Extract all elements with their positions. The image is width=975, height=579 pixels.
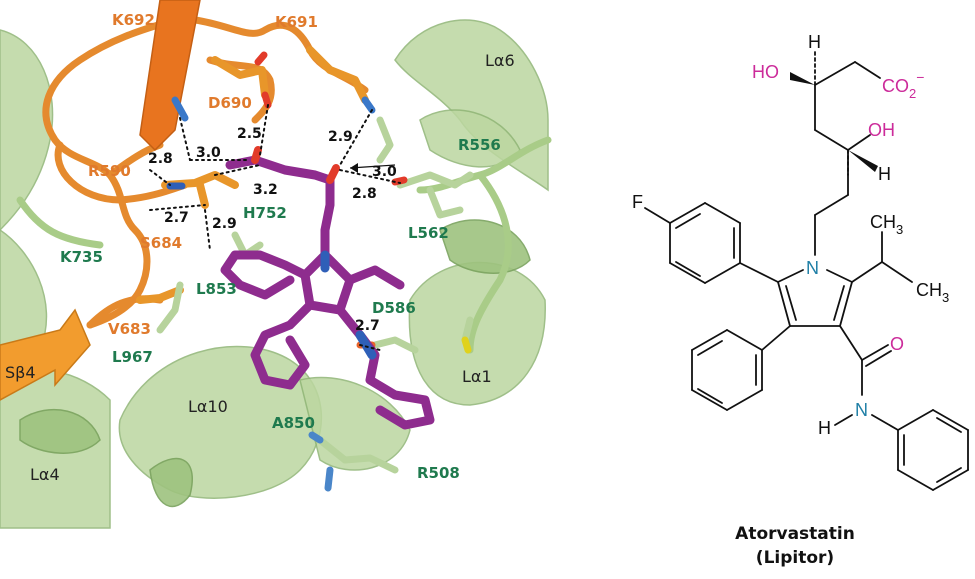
wedge-bond [790,72,815,85]
molecule-caption: Atorvastatin (Lipitor) [700,522,890,570]
residue-label-k691: K691 [275,13,318,31]
strand-label-sb4: Sβ4 [5,363,36,382]
residue-label-r590: R590 [88,162,131,180]
helix-label-la1: Lα1 [462,367,492,386]
residue-label-r508: R508 [417,464,460,482]
green-loop-left [16,196,104,249]
orange-loop-region [0,0,369,401]
molecule-trade-name: (Lipitor) [755,548,835,568]
residue-label-l562: L562 [408,224,449,242]
atorvastatin-ligand-sticks [220,146,435,430]
residue-label-d690: D690 [208,94,252,112]
residue-label-v683: V683 [108,320,151,338]
distance-label: 2.8 [148,151,173,167]
helix-la6-ribbon [394,19,549,192]
residue-label-s684: S684 [140,234,182,252]
residue-label-d586: D586 [372,299,416,317]
residue-label-r556: R556 [458,136,501,154]
atom-label-hydroxyl: OH [868,120,895,140]
wedge-bond [848,150,878,172]
atom-label-hydroxyl: HO [752,62,779,82]
residue-label-l967: L967 [112,348,153,366]
distance-label: 2.9 [328,129,353,145]
distance-label: 2.7 [164,210,189,226]
helix-label-la6: Lα6 [485,51,515,70]
atom-label-amide-nitrogen: N [855,400,868,420]
sb4-arrow [0,308,91,401]
residue-label-k692: K692 [112,11,155,29]
helix-label-la10: Lα10 [188,397,228,416]
residue-label-k735: K735 [60,248,103,266]
residue-label-a850: A850 [272,414,315,432]
protein-structure-panel: K692 K691 D690 R590 S684 V683 R556 H752 … [0,0,552,529]
distance-label: 2.7 [355,318,380,334]
helix-label-la4: Lα4 [30,465,60,484]
atom-label-fluorine: F [632,192,643,212]
atom-label-amide-oxygen: O [890,334,904,354]
atom-label-hydrogen: H [878,164,891,184]
helix-la4-ribbon [0,368,111,529]
distance-label: 3.2 [253,182,278,198]
molecule-name: Atorvastatin [735,524,855,544]
distance-label: 3.0 [372,164,397,180]
atom-label-methyl: CH3 [916,280,949,305]
distance-label: 3.0 [196,145,221,161]
atom-label-hydrogen: H [808,32,821,52]
residue-label-h752: H752 [243,204,287,222]
atorvastatin-structural-formula: H HO CO2− OH H F N CH3 CH3 O N H [632,32,969,491]
residue-label-l853: L853 [196,280,237,298]
atom-label-methyl: CH3 [870,212,903,237]
hydrogen-bond-lines [149,104,401,351]
distance-label: 2.9 [212,216,237,232]
atom-label-carboxylate: CO2− [882,69,924,101]
orange-side-chains [136,46,376,304]
atom-label-ring-nitrogen: N [806,258,819,278]
atom-label-amide-hydrogen: H [818,418,831,438]
distance-label: 2.5 [237,126,262,142]
distance-label: 2.8 [352,186,377,202]
green-loop-right-lower [466,171,512,354]
